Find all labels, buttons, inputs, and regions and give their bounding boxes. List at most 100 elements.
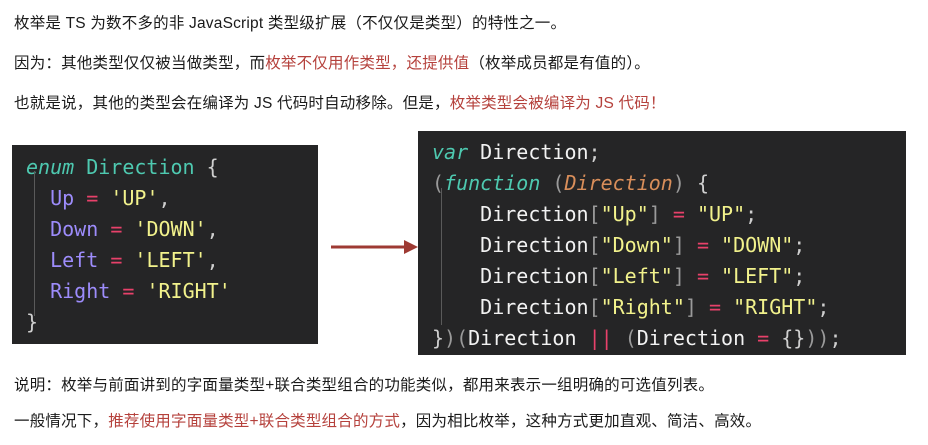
outro-line-2-suffix: ，因为相比枚举，这种方式更加直观、简洁、高效。: [400, 413, 762, 430]
code-token: [26, 217, 50, 241]
code-token: =: [708, 295, 722, 319]
code-token: ,: [206, 217, 219, 241]
code-token: [577, 326, 589, 350]
code-token: [: [588, 295, 601, 319]
intro-paragraph-1: 枚举是 TS 为数不多的非 JavaScript 类型级扩展（不仅仅是类型）的特…: [14, 11, 566, 33]
code-token: [709, 233, 721, 257]
code-token: =: [110, 217, 123, 241]
code-line: Direction["Up"] = "UP";: [418, 199, 906, 230]
code-token: [122, 248, 134, 272]
code-token: {}: [781, 326, 806, 350]
code-token: [134, 279, 146, 303]
code-token: ;: [817, 295, 830, 319]
code-token: ,: [206, 248, 219, 272]
code-token: [685, 264, 697, 288]
code-token: "LEFT": [721, 264, 794, 288]
code-token: {: [206, 155, 219, 179]
code-token: [98, 248, 110, 272]
code-token: Direction: [564, 171, 673, 195]
code-token: [432, 202, 480, 226]
code-token: [540, 171, 552, 195]
code-token: [: [588, 202, 601, 226]
code-line: Right = 'RIGHT': [12, 276, 318, 307]
code-token: 'RIGHT': [146, 279, 231, 303]
code-token: =: [122, 279, 135, 303]
code-token: ,: [158, 186, 171, 210]
intro-paragraph-3: 也就是说，其他的类型会在编译为 JS 代码时自动移除。但是，枚举类型会被编译为 …: [14, 91, 666, 113]
code-token: Down: [50, 217, 99, 241]
code-token: [613, 326, 625, 350]
code-token: Direction: [480, 233, 589, 257]
code-token: "Up": [600, 202, 649, 226]
code-token: [98, 186, 110, 210]
code-token: "Right": [600, 295, 685, 319]
outro-line-2-prefix: 一般情况下，: [14, 413, 109, 430]
intro-line-2-prefix: 因为：其他类型仅仅被当做类型，而: [14, 55, 266, 72]
code-token: Right: [50, 279, 111, 303]
code-token: Direction: [468, 326, 577, 350]
code-token: ]: [672, 264, 685, 288]
code-token: [: [588, 264, 601, 288]
code-token: [432, 264, 480, 288]
code-line: enum Direction {: [12, 152, 318, 183]
code-token: ||: [588, 326, 613, 350]
intro-line-2-suffix: （枚举成员都是有值的）。: [469, 55, 650, 72]
code-token: [745, 326, 757, 350]
code-token: Up: [50, 186, 75, 210]
javascript-output-code-block[interactable]: var Direction;(function (Direction) { Di…: [418, 131, 906, 355]
code-token: [74, 186, 86, 210]
code-token: Direction: [480, 202, 589, 226]
code-token: [: [588, 233, 601, 257]
indent-guide-left: [34, 171, 35, 316]
code-token: ): [672, 171, 685, 195]
code-token: =: [110, 248, 123, 272]
code-token: =: [696, 264, 709, 288]
code-line: }: [12, 307, 318, 338]
code-token: [769, 326, 781, 350]
code-token: ]: [672, 233, 685, 257]
code-token: =: [696, 233, 709, 257]
code-token: [74, 155, 86, 179]
code-line: Down = 'DOWN',: [12, 214, 318, 245]
code-token: (: [624, 326, 637, 350]
code-token: [685, 171, 697, 195]
outro-paragraph-1: 说明：枚举与前面讲到的字面量类型+联合类型组合的功能类似，都用来表示一组明确的可…: [14, 373, 714, 395]
code-token: [26, 248, 50, 272]
code-line: Up = 'UP',: [12, 183, 318, 214]
code-token: [697, 295, 709, 319]
code-token: [110, 279, 122, 303]
code-token: Direction: [636, 326, 746, 350]
code-token: ;: [745, 202, 758, 226]
intro-line-2-highlight: 枚举不仅用作类型，还提供值: [265, 55, 470, 72]
code-token: [26, 279, 50, 303]
code-token: [685, 233, 697, 257]
code-token: }: [432, 326, 445, 350]
code-token: Direction: [480, 140, 589, 164]
code-token: ;: [793, 233, 806, 257]
code-token: =: [86, 186, 99, 210]
arrow-icon: [331, 240, 418, 254]
typescript-enum-code-block[interactable]: enum Direction { Up = 'UP', Down = 'DOWN…: [12, 145, 318, 344]
code-token: (: [432, 171, 445, 195]
code-token: )): [805, 326, 830, 350]
code-token: Left: [50, 248, 99, 272]
code-token: [661, 202, 673, 226]
code-token: [709, 264, 721, 288]
intro-paragraph-2: 因为：其他类型仅仅被当做类型，而枚举不仅用作类型，还提供值（枚举成员都是有值的）…: [14, 51, 650, 73]
code-token: [468, 140, 480, 164]
indent-guide-right: [441, 188, 442, 325]
code-token: ;: [588, 140, 601, 164]
code-token: 'DOWN': [134, 217, 207, 241]
code-token: [432, 295, 480, 319]
outro-line-1-text: 说明：枚举与前面讲到的字面量类型+联合类型组合的功能类似，都用来表示一组明确的可…: [14, 377, 715, 394]
code-token: "UP": [696, 202, 746, 226]
code-line: (function (Direction) {: [418, 168, 906, 199]
code-line: Left = 'LEFT',: [12, 245, 318, 276]
code-token: [432, 233, 480, 257]
code-token: ;: [793, 264, 806, 288]
code-line: Direction["Down"] = "DOWN";: [418, 230, 906, 261]
code-token: [195, 155, 207, 179]
code-token: var: [432, 140, 469, 164]
code-token: "RIGHT": [733, 295, 818, 319]
code-token: )(: [444, 326, 469, 350]
